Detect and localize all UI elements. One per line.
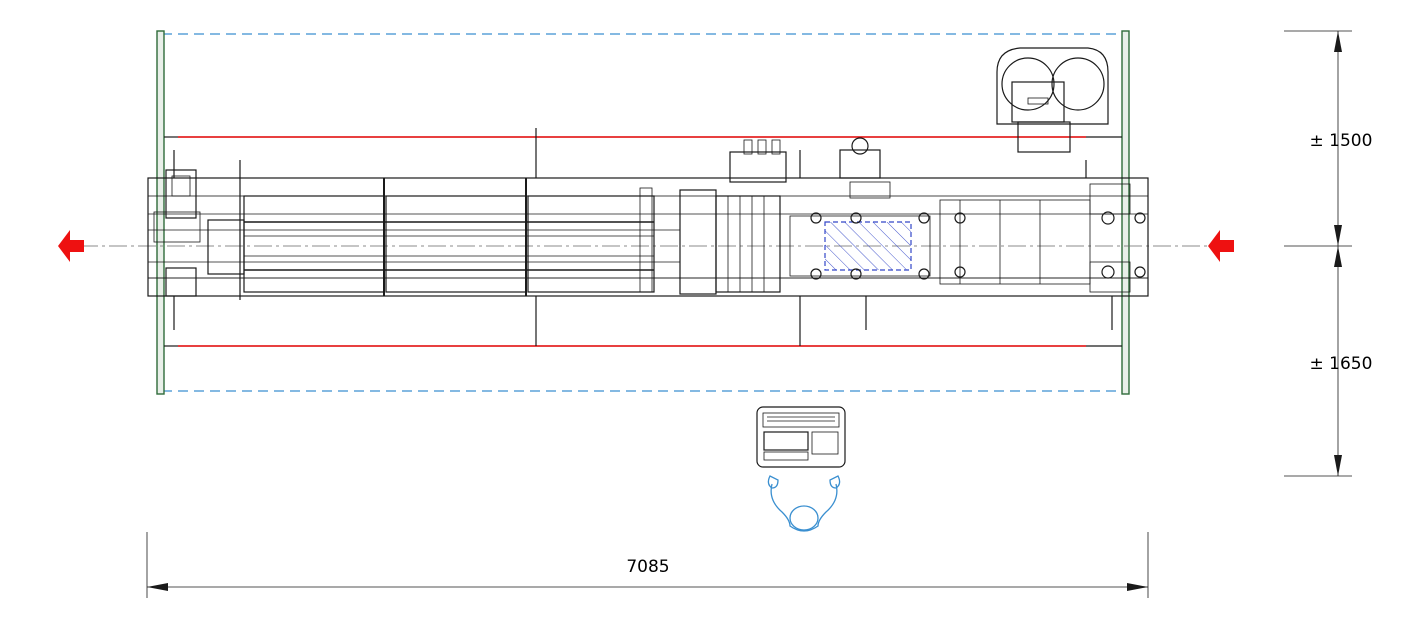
operator-figure-icon: [767, 475, 841, 532]
conveyor-sections: [207, 187, 655, 293]
dimension-length-label: 7085: [626, 557, 669, 577]
dimension-lower-width-label: ± 1650: [1310, 354, 1373, 374]
machine-body: [147, 128, 1149, 346]
control-panel-icon: [756, 406, 846, 468]
dimension-width: [1284, 30, 1352, 477]
sealing-unit: [679, 139, 787, 295]
dimension-overall-length: [146, 532, 1149, 598]
forming-zone: [824, 221, 912, 271]
frame-posts: [156, 30, 1130, 395]
dimension-upper-width-label: ± 1500: [1310, 131, 1373, 151]
arrow-left-icon: [1208, 230, 1234, 262]
arrow-left-icon: [58, 230, 84, 262]
drive-motor: [839, 137, 891, 199]
guard-outline: [162, 33, 1126, 392]
uprights: [173, 128, 1113, 346]
film-reel-icon: [996, 47, 1109, 153]
fence-lines: [178, 136, 1086, 347]
